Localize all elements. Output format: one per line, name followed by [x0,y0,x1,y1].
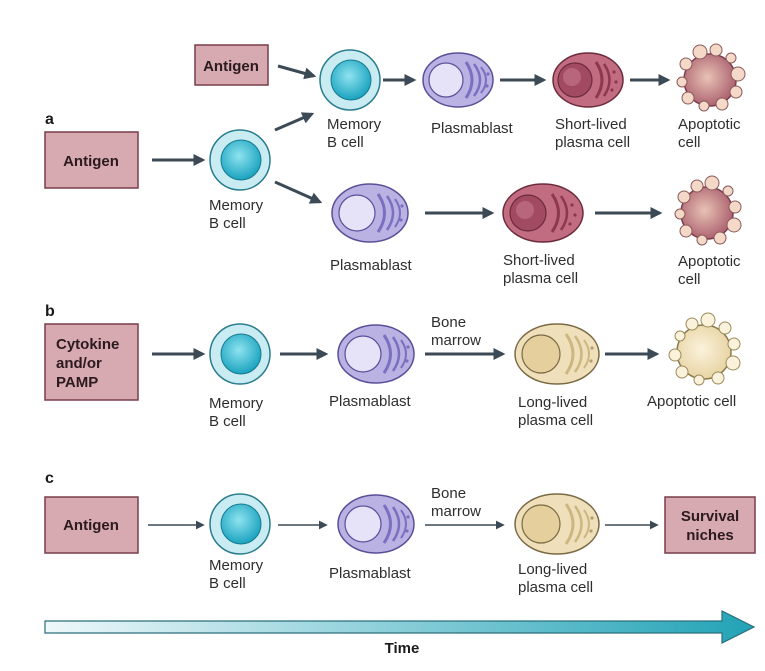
shortlived-top-label-1: Short-lived [555,116,627,133]
arrow-memory-mid-to-plasmablast [274,180,323,204]
plasmablast-b-label: Plasmablast [329,393,412,410]
longlived-c-label-1: Long-lived [518,561,587,578]
antigen-box-main: Antigen [44,131,139,189]
survival-label-2: niches [686,527,734,544]
memory-c-label-2: B cell [209,575,246,592]
shortlived-top-label-2: plasma cell [555,134,630,151]
memory-b-cell-c [209,493,271,555]
long-lived-plasma-cell-c [514,493,600,555]
time-label: Time [385,640,420,657]
trigger-label-1: Cytokine [56,336,119,353]
antigen-box-small: Antigen [194,44,269,86]
plasmablast-c [337,494,415,554]
plasmablast-top-label: Plasmablast [431,120,514,137]
apoptotic-b-label: Apoptotic cell [647,393,736,410]
memory-mid-label-2: B cell [209,215,246,232]
memory-mid-label-1: Memory [209,197,264,214]
longlived-b-label-2: plasma cell [518,412,593,429]
shortlived-bottom-label-1: Short-lived [503,252,575,269]
memory-b-label-1: Memory [209,395,264,412]
bone-marrow-b-label-2: marrow [431,332,481,349]
antigen-box-c: Antigen [44,496,139,554]
short-lived-plasma-cell-top [552,52,624,108]
plasmablast-bottom-label: Plasmablast [330,257,413,274]
apoptotic-cell-b [668,312,741,386]
panel-letter-b: b [45,303,55,320]
bone-marrow-b-label-1: Bone [431,314,466,331]
survival-label-1: Survival [681,508,739,525]
apoptotic-bottom-label-2: cell [678,271,701,288]
apoptotic-cell-bottom [674,175,742,246]
long-lived-plasma-cell-b [514,323,600,385]
plasmablast-top [422,52,494,108]
bone-marrow-c-label-1: Bone [431,485,466,502]
panel-a-arrows [152,64,671,219]
memory-b-cell-mid [209,129,271,191]
antigen-c-label: Antigen [63,517,119,534]
time-arrow [44,610,756,644]
bone-marrow-c-label-2: marrow [431,503,481,520]
apoptotic-bottom-label-1: Apoptotic [678,253,741,270]
longlived-c-label-2: plasma cell [518,579,593,596]
apoptotic-top-label-2: cell [678,134,701,151]
memory-b-cell-b [209,323,271,385]
cytokine-pamp-box: Cytokine and/or PAMP [44,323,139,401]
antigen-small-label: Antigen [203,58,259,75]
panel-letter-a: a [45,111,54,128]
apoptotic-cell-top [676,43,746,112]
plasmablast-bottom-a [331,183,409,243]
plasmablast-b [337,324,415,384]
memory-c-label-1: Memory [209,557,264,574]
antigen-main-label: Antigen [63,153,119,170]
arrow-memory-mid-to-memory-top [274,112,315,132]
memory-top-label-1: Memory [327,116,382,133]
panel-letter-c: c [45,470,54,487]
trigger-label-3: PAMP [56,374,98,391]
trigger-label-2: and/or [56,355,102,372]
plasmablast-c-label: Plasmablast [329,565,412,582]
shortlived-bottom-label-2: plasma cell [503,270,578,287]
memory-top-label-2: B cell [327,134,364,151]
survival-niches-box: Survival niches [664,496,756,554]
arrow-antigen-to-memory-top [277,64,317,80]
longlived-b-label-1: Long-lived [518,394,587,411]
memory-b-label-2: B cell [209,413,246,430]
short-lived-plasma-cell-bottom [502,183,584,243]
apoptotic-top-label-1: Apoptotic [678,116,741,133]
memory-b-cell-top [319,49,381,111]
